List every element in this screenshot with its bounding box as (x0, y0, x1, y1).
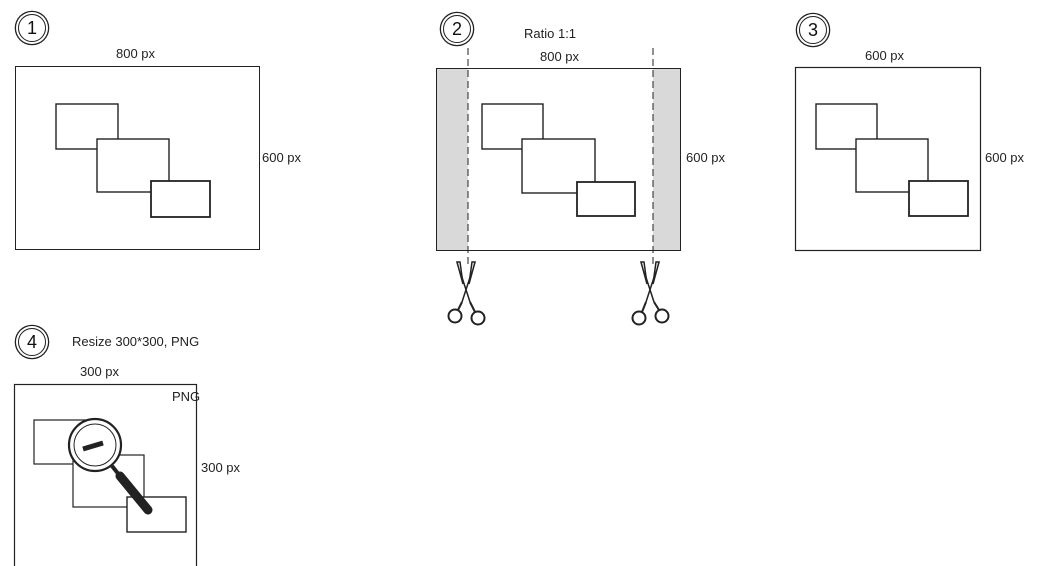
step-4-width-label: 300 px (80, 364, 120, 379)
scissors-icon (631, 261, 670, 326)
step-2-height-label: 600 px (686, 150, 726, 165)
step-4-title: Resize 300*300, PNG (72, 334, 200, 349)
step-3-number: 3 (799, 16, 827, 44)
step-2-width-label: 800 px (540, 49, 580, 64)
step-3-frame (794, 66, 982, 252)
step-1-frame (15, 66, 260, 250)
step-1-width-label: 800 px (116, 46, 156, 61)
crop-area-right (653, 69, 680, 250)
step-2-number: 2 (443, 15, 471, 43)
step-1-group (15, 66, 260, 250)
step-3-width-label: 600 px (865, 48, 905, 63)
step-3-group (794, 66, 982, 252)
step-2-shapes (481, 103, 636, 217)
magnifier-minus-icon (67, 417, 153, 515)
step-1-shapes (55, 103, 211, 218)
step-4-number: 4 (18, 328, 46, 356)
scissors-icon (447, 261, 486, 326)
step-1-number: 1 (18, 14, 46, 42)
step-1-height-label: 600 px (262, 150, 302, 165)
step-3-height-label: 600 px (985, 150, 1025, 165)
step-4-format-label: PNG (172, 389, 201, 404)
step-3-shapes (815, 103, 969, 217)
step-4-group (13, 383, 198, 566)
crop-area-left (437, 69, 468, 250)
step-4-frame (13, 383, 198, 566)
step-4-height-label: 300 px (201, 460, 241, 475)
step-2-title: Ratio 1:1 (524, 26, 577, 41)
step-2-group (436, 48, 681, 268)
